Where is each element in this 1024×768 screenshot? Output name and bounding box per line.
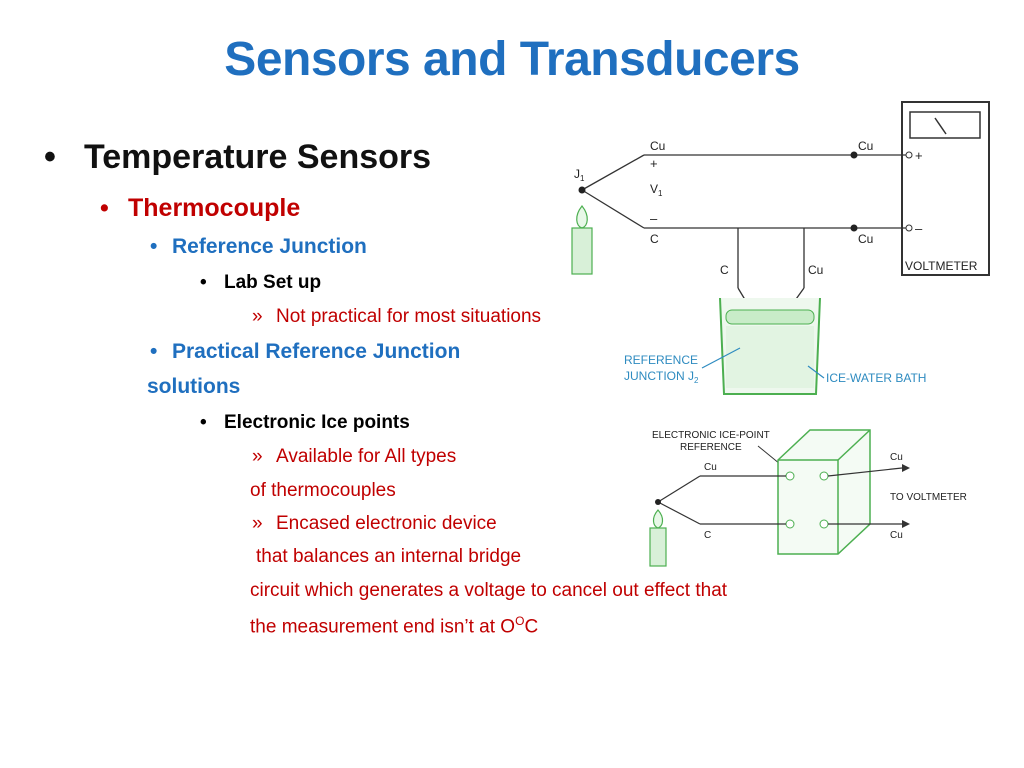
voltmeter-needle [934,117,947,135]
degree-superscript: O [515,614,525,628]
label-ice-water-bath: ICE-WATER BATH [826,371,926,385]
label-cu-top-left: Cu [650,139,665,153]
label-j1-sub: 1 [580,174,585,183]
meter-plus: + [915,148,923,163]
voltmeter-label: VOLTMETER [905,259,978,273]
node-cu-bottom [850,224,858,232]
label-eip-1: ELECTRONIC ICE-POINT [652,430,770,441]
ice-point-box-icon [777,429,871,555]
encased-text-a: the measurement end isn’t at O [250,616,516,638]
bullet-dot: • [200,412,207,433]
label-eip-cu-right-bottom: Cu [890,530,903,541]
label-cu-top-right: Cu [858,139,873,153]
bullet-arrow: » [252,513,263,534]
wire-j1-lower [581,189,645,229]
bullet-practical-reference-cont: solutions [147,375,241,398]
wire-eip-lower [657,501,701,525]
wire-out-upper [827,467,903,477]
meter-minus: – [915,221,923,236]
wire-j1-upper [581,154,645,191]
beaker-icon [719,297,821,395]
bullet-lab-setup: Lab Set up [224,272,322,293]
label-j1-text: J [574,167,580,181]
bullet-reference-junction: Reference Junction [172,235,367,258]
bath-arrow [807,365,825,379]
node-cu-top [850,151,858,159]
label-eip-c-left: C [704,530,711,541]
encased-text-b: C [524,616,539,638]
label-plus: + [650,156,658,171]
label-v1-text: V [650,182,658,196]
label-cu-lower: Cu [808,263,823,277]
label-minus: – [650,211,658,226]
bullet-arrow: » [252,306,263,327]
label-eip-2: REFERENCE [680,442,742,453]
bullet-not-practical: Not practical for most situations [276,306,542,327]
label-v1: V1 [650,182,663,198]
electronic-ice-point-diagram: ELECTRONIC ICE-POINT REFERENCE Cu C Cu T… [649,429,967,567]
label-to-voltmeter: TO VOLTMETER [890,492,967,503]
bullet-encased-device-cont-3: the measurement end isn’t at OOC [250,614,538,638]
bullet-temperature-sensors: Temperature Sensors [84,138,432,176]
bullet-encased-device: Encased electronic device [276,513,497,534]
bullet-available-types: Available for All types [276,446,457,467]
bullet-arrow: » [252,446,263,467]
bullet-encased-device-cont-2: circuit which generates a voltage to can… [250,580,728,601]
label-reference-1: REFERENCE [624,353,698,367]
label-reference-2: JUNCTION J2 [624,369,699,385]
bullet-encased-device-cont-1: that balances an internal bridge [256,546,522,567]
label-eip-cu-left: Cu [704,462,717,473]
bullet-dot: • [100,194,109,222]
voltmeter-dial [909,111,981,139]
bullet-dot: • [150,235,158,258]
label-reference-2-text: JUNCTION J [624,369,694,383]
flame-icon [649,509,667,567]
wire-eip-upper [657,475,701,503]
junction-eip-dot [655,499,661,505]
label-j1: J1 [574,167,585,183]
bullet-electronic-ice-points: Electronic Ice points [224,412,410,433]
bullet-dot: • [200,272,207,293]
voltmeter-box [901,101,990,276]
arrow-out-upper [902,464,910,472]
slide-title: Sensors and Transducers [224,33,800,86]
bullet-available-types-cont: of thermocouples [250,480,396,501]
label-c-lower: C [720,263,729,277]
label-reference-sub: 2 [694,376,699,385]
reference-arrow [701,347,741,369]
meter-minus-terminal [905,224,913,232]
meter-plus-terminal [905,151,913,159]
bullet-dot: • [150,340,158,363]
label-eip-cu-right-top: Cu [890,452,903,463]
label-cu-bottom-right: Cu [858,232,873,246]
junction-j1-dot [578,186,586,194]
bullet-practical-reference: Practical Reference Junction [172,340,461,363]
label-pointer [757,445,781,465]
bullet-dot: • [44,138,56,176]
label-v1-sub: 1 [658,189,663,198]
label-c-left: C [650,232,659,246]
flame-icon [571,205,593,275]
bullet-thermocouple: Thermocouple [128,194,301,222]
arrow-out-lower [902,520,910,528]
ice-bath-reference-diagram: VOLTMETER + – Cu + V1 – C J1 Cu Cu C Cu [571,101,990,395]
